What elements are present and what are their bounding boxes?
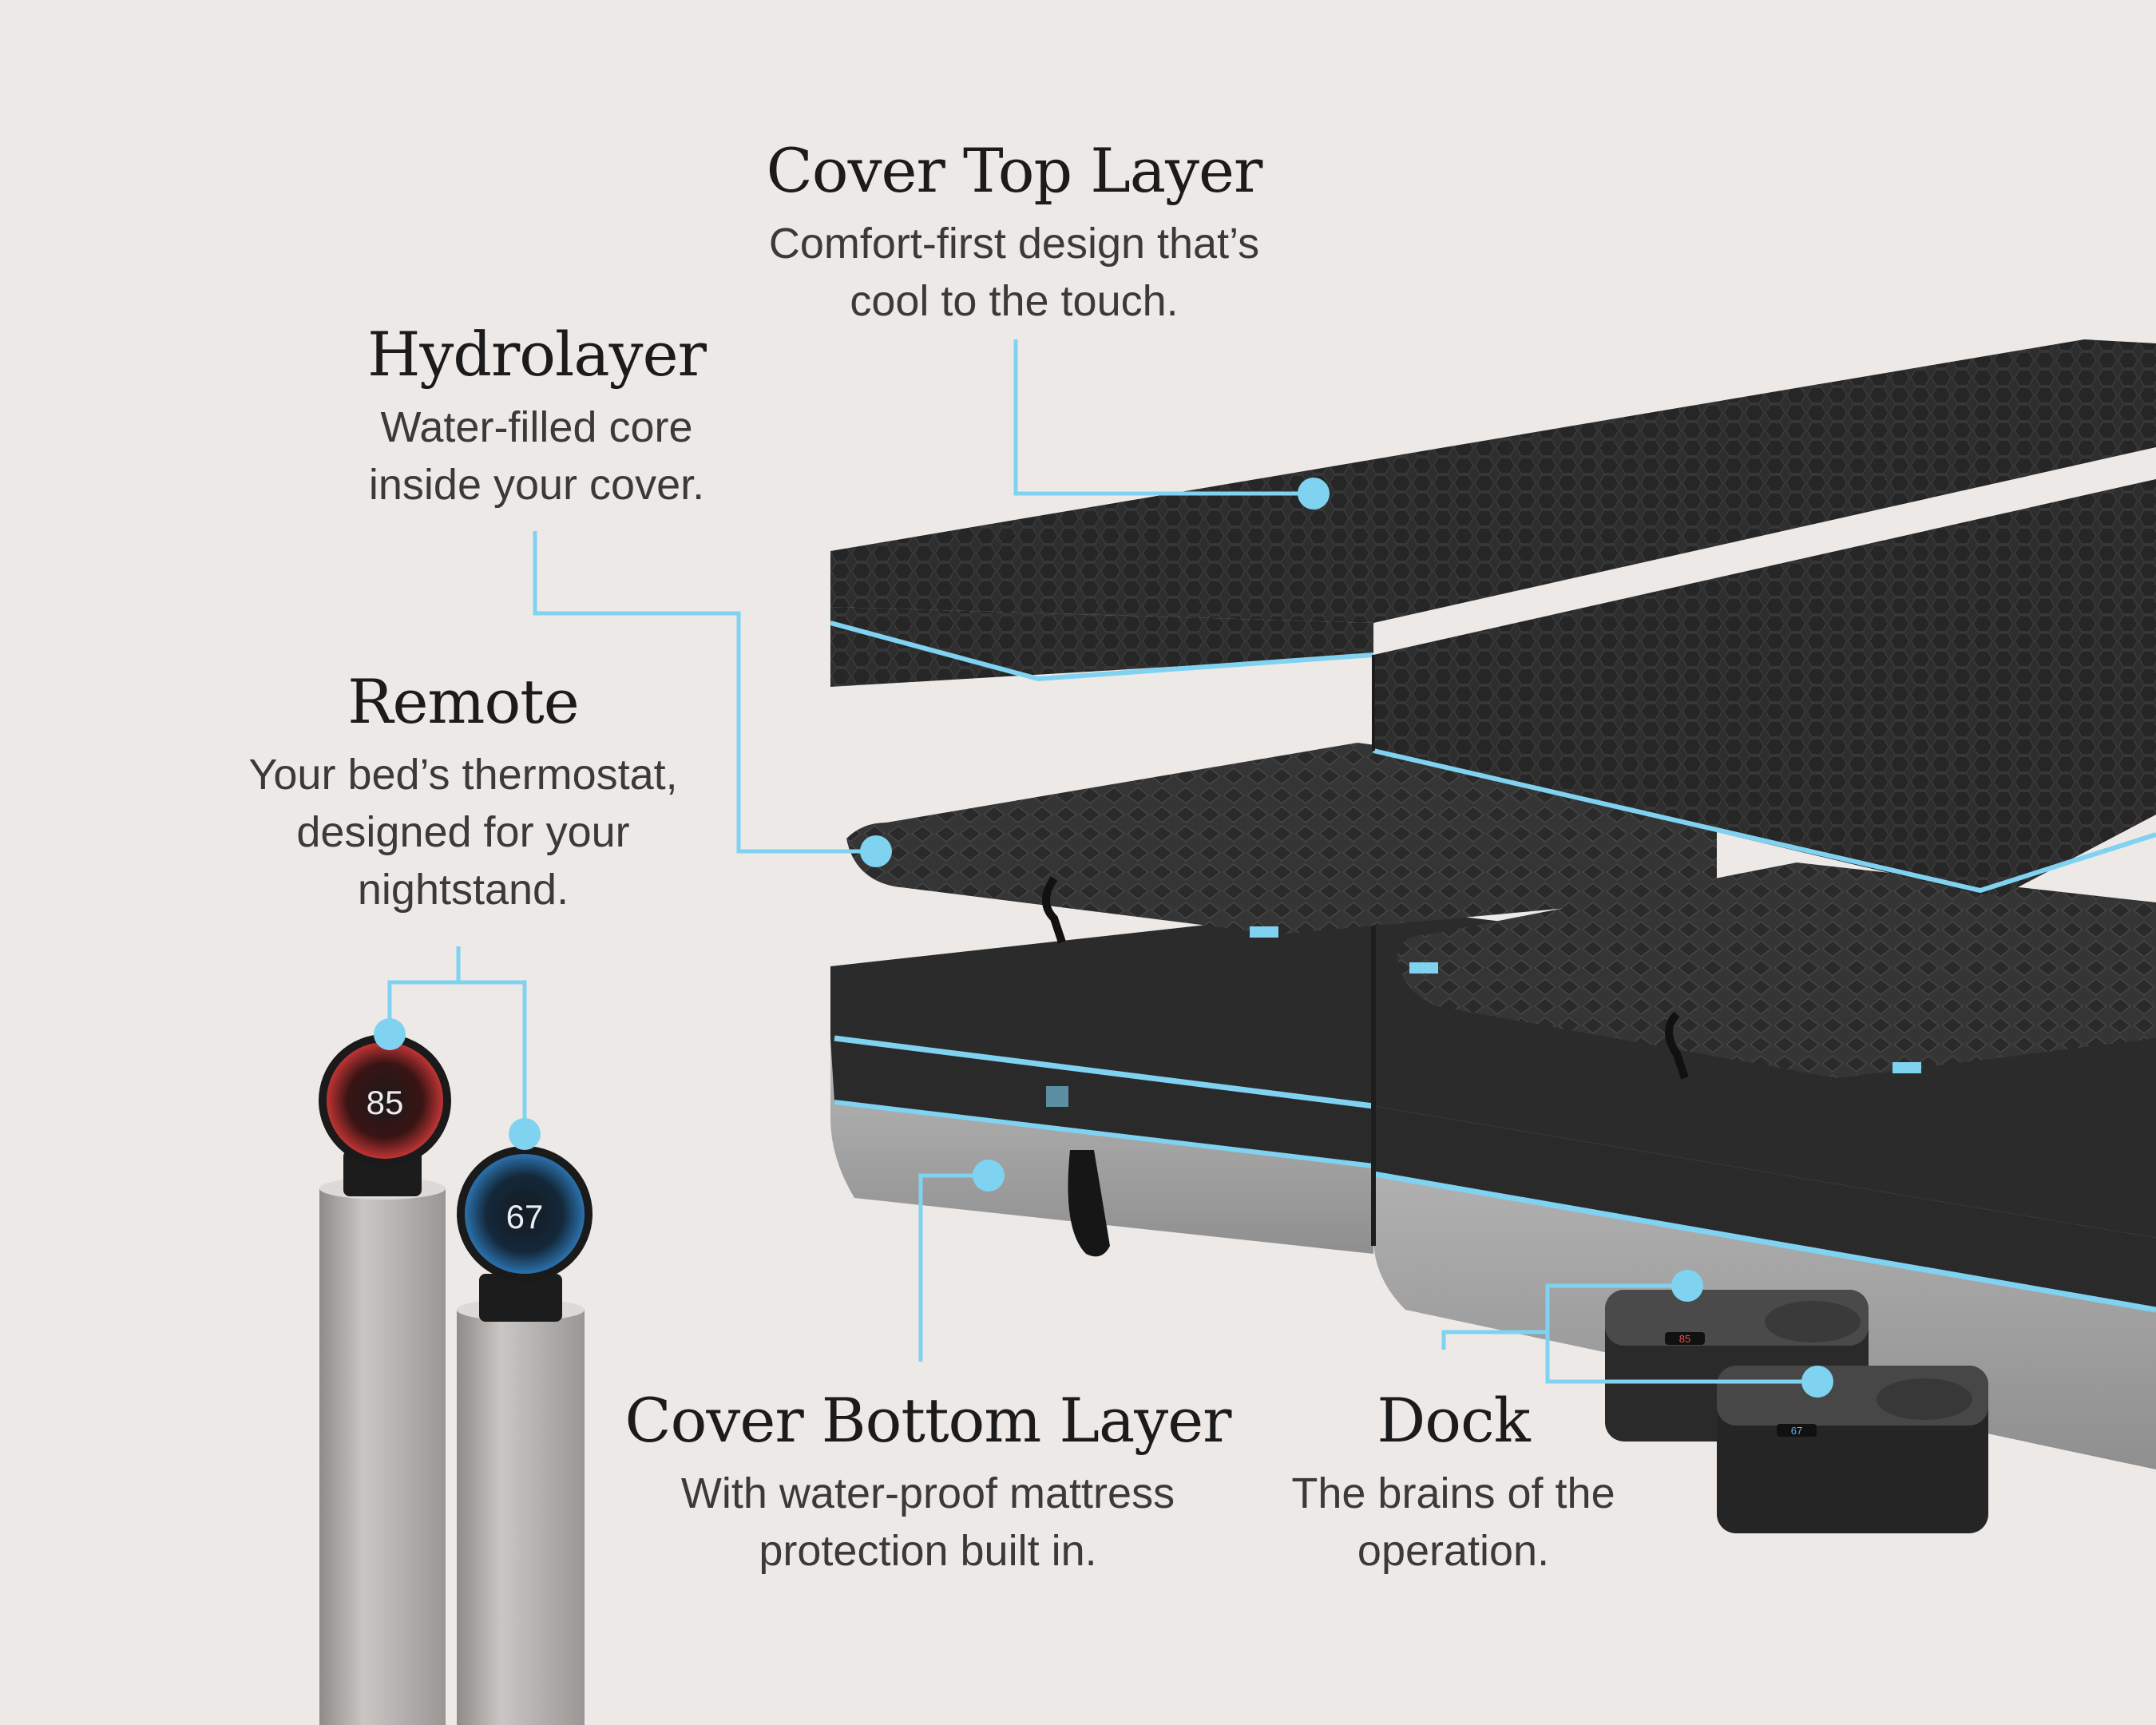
- callout-description: With water-proof mattress protection bui…: [680, 1469, 1175, 1576]
- callout-title: Cover Top Layer: [766, 135, 1263, 206]
- callout-cover-top: Cover Top Layer Comfort-first design tha…: [695, 136, 1334, 330]
- remote-temperature-display: 67: [506, 1198, 544, 1235]
- dock-unit-front: 67: [1717, 1366, 1988, 1533]
- remote-leader: [387, 946, 461, 1034]
- callout-description: Your bed’s thermostat, designed for your…: [248, 751, 678, 914]
- hydrolayer-leader: [533, 531, 876, 854]
- hydrolayer: [846, 743, 2156, 1080]
- cover-bottom-leader: [918, 1173, 989, 1362]
- dock-leader-branch: [1545, 1332, 1817, 1384]
- leader-dots: [374, 478, 1833, 1398]
- callout-title: Dock: [1377, 1385, 1530, 1456]
- callout-title: Cover Bottom Layer: [624, 1385, 1232, 1456]
- cover-top-leader: [1013, 339, 1314, 496]
- remote-temperature-display: 85: [367, 1084, 404, 1121]
- callout-dock: Dock The brains of the operation.: [1230, 1386, 1677, 1580]
- remote-warm: 85: [319, 1034, 451, 1196]
- remote-cool-dot: [509, 1118, 541, 1150]
- callout-title: Remote: [347, 666, 580, 737]
- remote-pillar-right: [457, 1299, 585, 1725]
- callout-cover-bottom: Cover Bottom Layer With water-proof matt…: [608, 1386, 1247, 1580]
- dock-temperature-display: 67: [1791, 1425, 1802, 1437]
- dock-front-dot: [1801, 1366, 1833, 1398]
- callout-hydrolayer: Hydrolayer Water-filled core inside your…: [297, 319, 776, 514]
- cover-top-layer: [830, 339, 2156, 894]
- remote-warm-dot: [374, 1018, 406, 1050]
- leader-lines: [387, 339, 1817, 1384]
- remote-cool: 67: [457, 1146, 593, 1322]
- callout-description: Water-filled core inside your cover.: [368, 403, 705, 510]
- hydrolayer-dot: [860, 835, 892, 867]
- cover-bottom-dot: [973, 1160, 1005, 1192]
- dock-back-dot: [1671, 1270, 1703, 1302]
- callout-description: The brains of the operation.: [1291, 1469, 1615, 1576]
- remote-pillar-left: [319, 1177, 446, 1725]
- cover-top-dot: [1298, 478, 1330, 510]
- callout-remote: Remote Your bed’s thermostat, designed f…: [200, 667, 727, 918]
- callout-title: Hydrolayer: [367, 319, 707, 390]
- callout-description: Comfort-first design that’s cool to the …: [768, 220, 1260, 326]
- dock-temperature-display: 85: [1679, 1333, 1690, 1345]
- remote-leader-branch: [458, 980, 527, 1134]
